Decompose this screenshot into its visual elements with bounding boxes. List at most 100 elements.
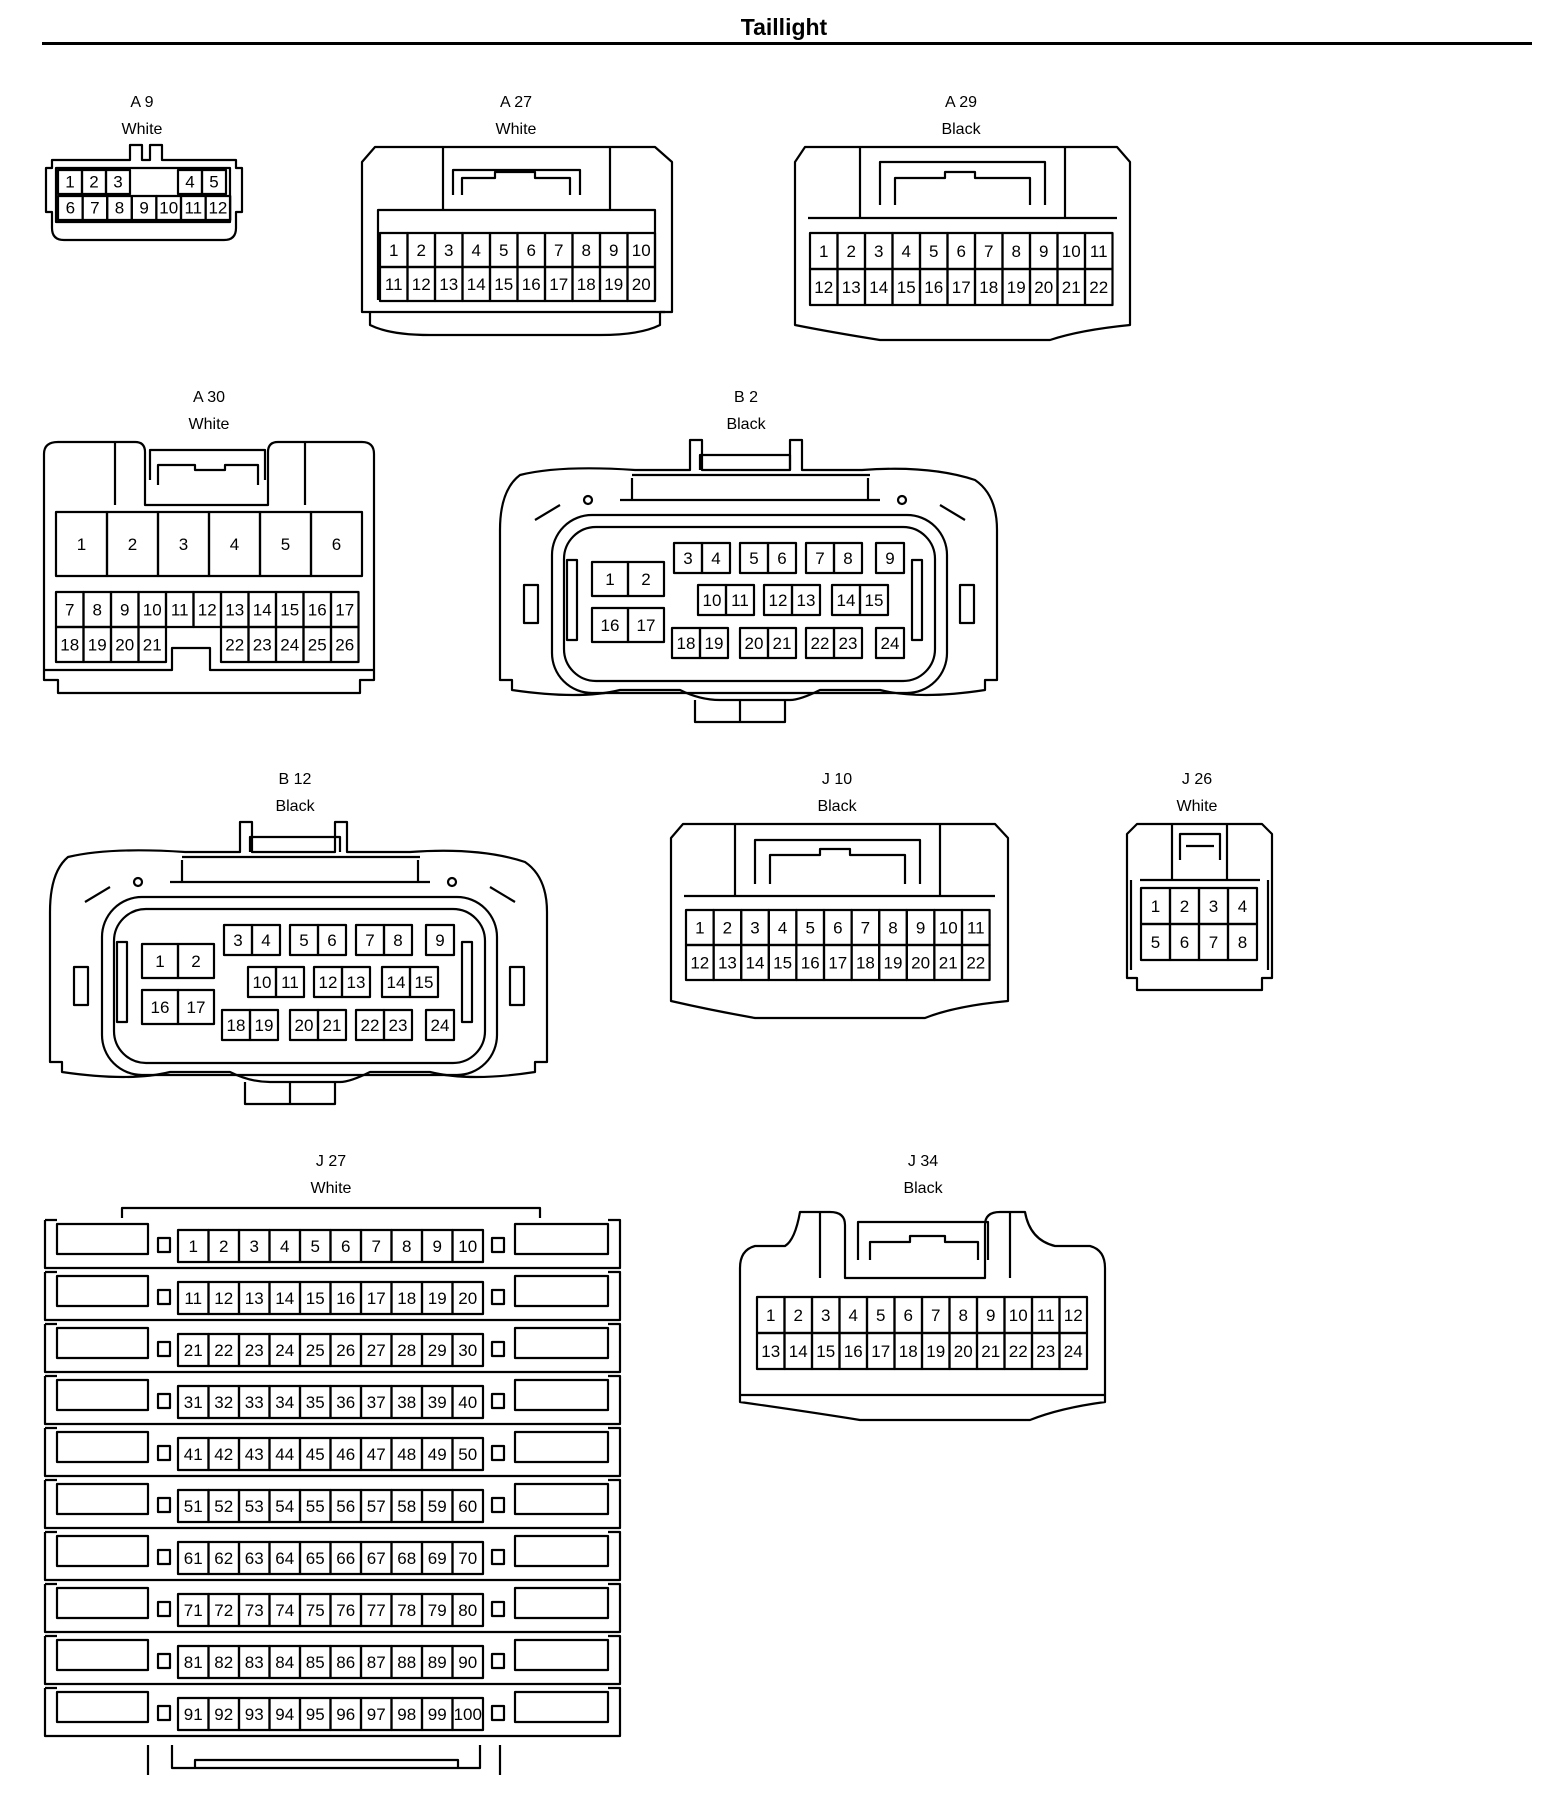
pin-label: 16 bbox=[151, 998, 170, 1017]
pin-label: 13 bbox=[797, 591, 816, 610]
pin-label: 6 bbox=[341, 1237, 350, 1256]
pin-label: 25 bbox=[306, 1341, 325, 1360]
pin-label: 7 bbox=[372, 1237, 381, 1256]
pin-label: 15 bbox=[415, 973, 434, 992]
pin-label: 14 bbox=[275, 1289, 294, 1308]
pin-label: 7 bbox=[1209, 933, 1218, 952]
pin-label: 4 bbox=[778, 918, 787, 937]
title-rule bbox=[42, 42, 1532, 45]
pin-label: 19 bbox=[255, 1016, 274, 1035]
pin-cell bbox=[451, 1228, 485, 1264]
pin-label: 24 bbox=[431, 1016, 450, 1035]
pin-label: 9 bbox=[885, 549, 894, 568]
pin-label: 9 bbox=[986, 1306, 995, 1325]
pin-label: 16 bbox=[924, 278, 943, 297]
pin-label: 20 bbox=[1034, 278, 1053, 297]
pin-label: 9 bbox=[120, 600, 129, 619]
j27-lock-right bbox=[490, 1444, 506, 1462]
pin-cell bbox=[766, 626, 798, 660]
pin-label: 92 bbox=[214, 1705, 233, 1724]
connector-a29-id: A 29 bbox=[944, 94, 978, 111]
pin-cell bbox=[451, 1488, 485, 1524]
pin-label: 18 bbox=[60, 635, 79, 654]
pin-label: 14 bbox=[837, 591, 856, 610]
pin-label: 66 bbox=[336, 1549, 355, 1568]
pin-label: 15 bbox=[897, 278, 916, 297]
pin-label: 61 bbox=[184, 1549, 203, 1568]
connector-j10-color: Black bbox=[817, 798, 857, 815]
pin-cell bbox=[329, 625, 360, 664]
pin-label: 21 bbox=[143, 635, 162, 654]
pin-label: 13 bbox=[842, 278, 861, 297]
pin-label: 12 bbox=[769, 591, 788, 610]
pin-label: 72 bbox=[214, 1601, 233, 1620]
pin-label: 69 bbox=[428, 1549, 447, 1568]
pin-label: 14 bbox=[789, 1342, 808, 1361]
pin-label: 43 bbox=[245, 1445, 264, 1464]
pin-cell bbox=[790, 583, 822, 617]
j27-latch-right bbox=[513, 1534, 610, 1568]
j27-lock-left bbox=[156, 1236, 172, 1254]
pin-label: 3 bbox=[821, 1306, 830, 1325]
pin-label: 2 bbox=[641, 570, 650, 589]
connector-a9-color: White bbox=[121, 121, 163, 138]
pin-cell bbox=[274, 965, 306, 999]
pin-label: 8 bbox=[843, 549, 852, 568]
j27-latch-right bbox=[513, 1638, 610, 1672]
j27-latch-right bbox=[513, 1586, 610, 1620]
pin-label: 12 bbox=[208, 198, 227, 217]
pin-label: 10 bbox=[703, 591, 722, 610]
pin-label: 9 bbox=[139, 198, 148, 217]
j27-lock-left bbox=[156, 1652, 172, 1670]
pin-label: 48 bbox=[397, 1445, 416, 1464]
pin-label: 42 bbox=[214, 1445, 233, 1464]
pin-label: 14 bbox=[253, 600, 272, 619]
j27-latch-left bbox=[55, 1274, 150, 1308]
pin-label: 13 bbox=[347, 973, 366, 992]
pin-cell bbox=[1058, 1331, 1089, 1371]
pin-label: 2 bbox=[723, 918, 732, 937]
j27-latch-right bbox=[513, 1430, 610, 1464]
pin-label: 19 bbox=[88, 635, 107, 654]
connector-a9-id: A 9 bbox=[130, 94, 154, 111]
pin-label: 6 bbox=[904, 1306, 913, 1325]
pin-cell bbox=[451, 1644, 485, 1680]
pin-label: 81 bbox=[184, 1653, 203, 1672]
pin-label: 8 bbox=[582, 241, 591, 260]
pin-label: 1 bbox=[155, 952, 164, 971]
pin-label: 13 bbox=[225, 600, 244, 619]
pin-cell bbox=[316, 1008, 348, 1042]
pin-label: 30 bbox=[458, 1341, 477, 1360]
pin-label: 76 bbox=[336, 1601, 355, 1620]
pin-label: 25 bbox=[308, 635, 327, 654]
pin-label: 7 bbox=[554, 241, 563, 260]
pin-cell bbox=[1083, 267, 1114, 307]
pin-cell bbox=[176, 988, 216, 1026]
pin-cell bbox=[766, 541, 798, 575]
pin-label: 2 bbox=[794, 1306, 803, 1325]
pin-label: 8 bbox=[1238, 933, 1247, 952]
pin-label: 17 bbox=[637, 616, 656, 635]
pin-label: 5 bbox=[209, 172, 218, 191]
pin-cell bbox=[451, 1592, 485, 1628]
page-title: Taillight bbox=[740, 14, 828, 40]
j27-latch-left bbox=[55, 1690, 150, 1724]
pin-label: 88 bbox=[397, 1653, 416, 1672]
pin-label: 64 bbox=[275, 1549, 294, 1568]
pin-cell bbox=[832, 626, 864, 660]
pin-label: 26 bbox=[336, 1341, 355, 1360]
pin-label: 86 bbox=[336, 1653, 355, 1672]
pin-label: 12 bbox=[319, 973, 338, 992]
pin-label: 13 bbox=[439, 275, 458, 294]
j27-latch-left bbox=[55, 1534, 150, 1568]
pin-label: 9 bbox=[609, 241, 618, 260]
pin-label: 20 bbox=[458, 1289, 477, 1308]
pin-label: 75 bbox=[306, 1601, 325, 1620]
